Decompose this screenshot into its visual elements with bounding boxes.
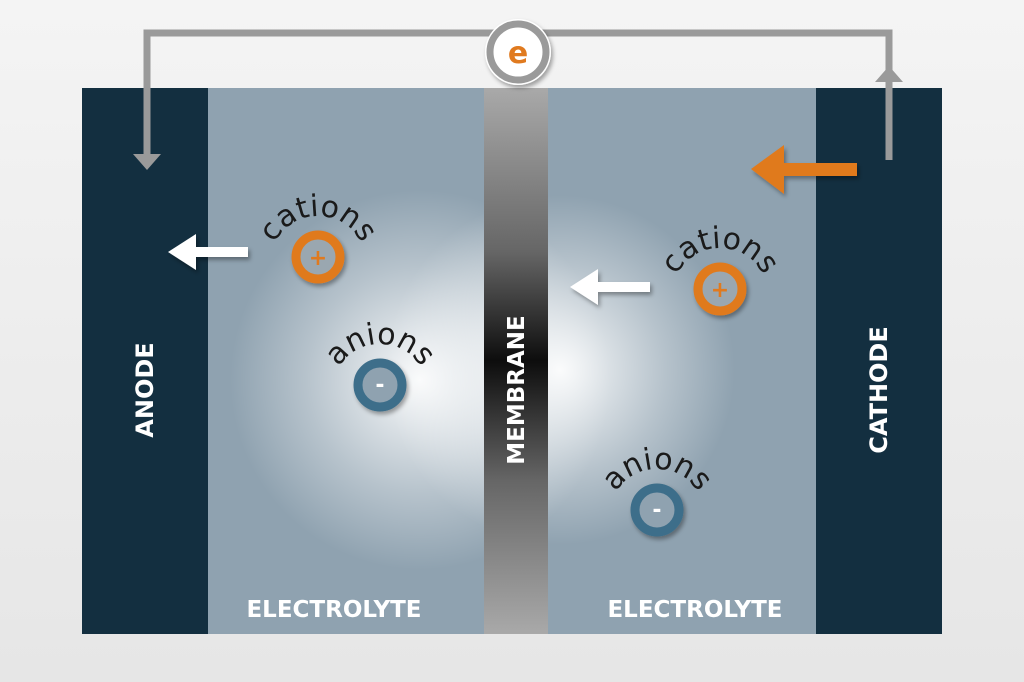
cation-sign-left: + (309, 246, 327, 271)
electron-symbol: e (508, 36, 528, 71)
cation-ring-left (291, 230, 345, 284)
wire-arrow-down-icon (133, 154, 161, 170)
cathode-electrode (816, 88, 942, 634)
arrow-left-cation-to-anode (168, 234, 248, 270)
membrane-label: MEMBRANE (504, 315, 530, 465)
arrow-left-electron-orange (751, 145, 857, 194)
anion-sign-right: - (652, 498, 661, 523)
anode-electrode (82, 88, 208, 634)
anode-label: ANODE (131, 342, 159, 437)
arrow-left-cation-through-membrane (570, 269, 650, 305)
cathode-label: CATHODE (865, 326, 893, 454)
cation-sign-right: + (711, 278, 729, 303)
anion-ring-left (353, 358, 407, 412)
electron-badge (485, 19, 551, 85)
electrolyte-left-label: ELECTROLYTE (246, 597, 421, 623)
membrane (484, 88, 548, 634)
wire-arrow-up-icon (875, 66, 903, 82)
anion-sign-left: - (375, 373, 384, 398)
anion-ring-right (630, 483, 684, 537)
cation-ring-right (693, 262, 747, 316)
electrolyte-right-label: ELECTROLYTE (607, 597, 782, 623)
